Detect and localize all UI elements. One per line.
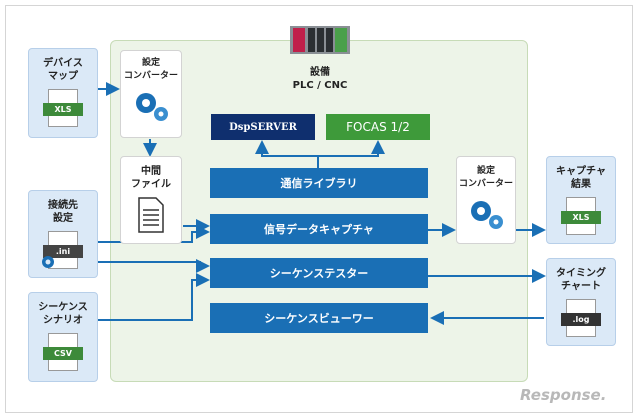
scenario-label: シーケンス シナリオ [38,302,88,326]
log-file-icon: .log [561,299,601,337]
xls-file-icon: XLS [43,89,83,127]
connection-box: 接続先 設定 .ini [28,190,98,278]
ini-tag: .ini [43,245,83,258]
log-tag: .log [561,313,601,326]
xls-tag: XLS [561,211,601,224]
bar-signal-capture: 信号データキャプチャ [210,214,428,244]
csv-tag: CSV [43,347,83,360]
arrow-scenario-tester [97,273,210,321]
capture-result-box: キャプチャ 結果 XLS [546,156,616,244]
timing-chart-box: タイミング チャート .log [546,258,616,346]
gears-icon [471,201,503,229]
plc-device-icon [290,26,350,54]
converter-top-label: 設定 コンバーター [123,58,178,81]
xls-tag: XLS [43,103,83,116]
xls-file-icon: XLS [561,197,601,235]
capture-result-label: キャプチャ 結果 [556,166,606,190]
dsp-server-logo: DspSERVER [211,114,315,140]
focas-box: FOCAS 1/2 [326,114,430,140]
outer-frame [5,5,633,413]
plc-title: 設備 PLC / CNC [292,67,348,91]
bar-sequence-viewer: シーケンスビューワー [210,303,428,333]
document-icon [138,197,164,233]
response-watermark: Response. [520,386,607,404]
ini-file-icon: .ini [43,231,83,269]
converter-right-label: 設定 コンバーター [458,166,513,189]
intermediate-label: 中間 ファイル [131,166,171,190]
arrow-library-focas [318,140,385,157]
arrow-library-dsp [255,140,319,168]
timing-chart-label: タイミング チャート [556,268,606,292]
converter-top-card: 設定 コンバーター [120,50,182,138]
bar-comm-library: 通信ライブラリ [210,168,428,198]
bar-sequence-tester: シーケンステスター [210,258,428,288]
csv-file-icon: CSV [43,333,83,371]
device-map-box: デバイス マップ XLS [28,48,98,138]
device-map-label: デバイス マップ [43,58,83,82]
gears-icon [136,93,168,121]
connection-label: 接続先 設定 [48,200,78,224]
scenario-box: シーケンス シナリオ CSV [28,292,98,382]
intermediate-file-card: 中間 ファイル [120,156,182,244]
gear-icon [42,256,54,268]
arrow-connection-tester [97,259,210,273]
converter-right-card: 設定 コンバーター [456,156,516,244]
